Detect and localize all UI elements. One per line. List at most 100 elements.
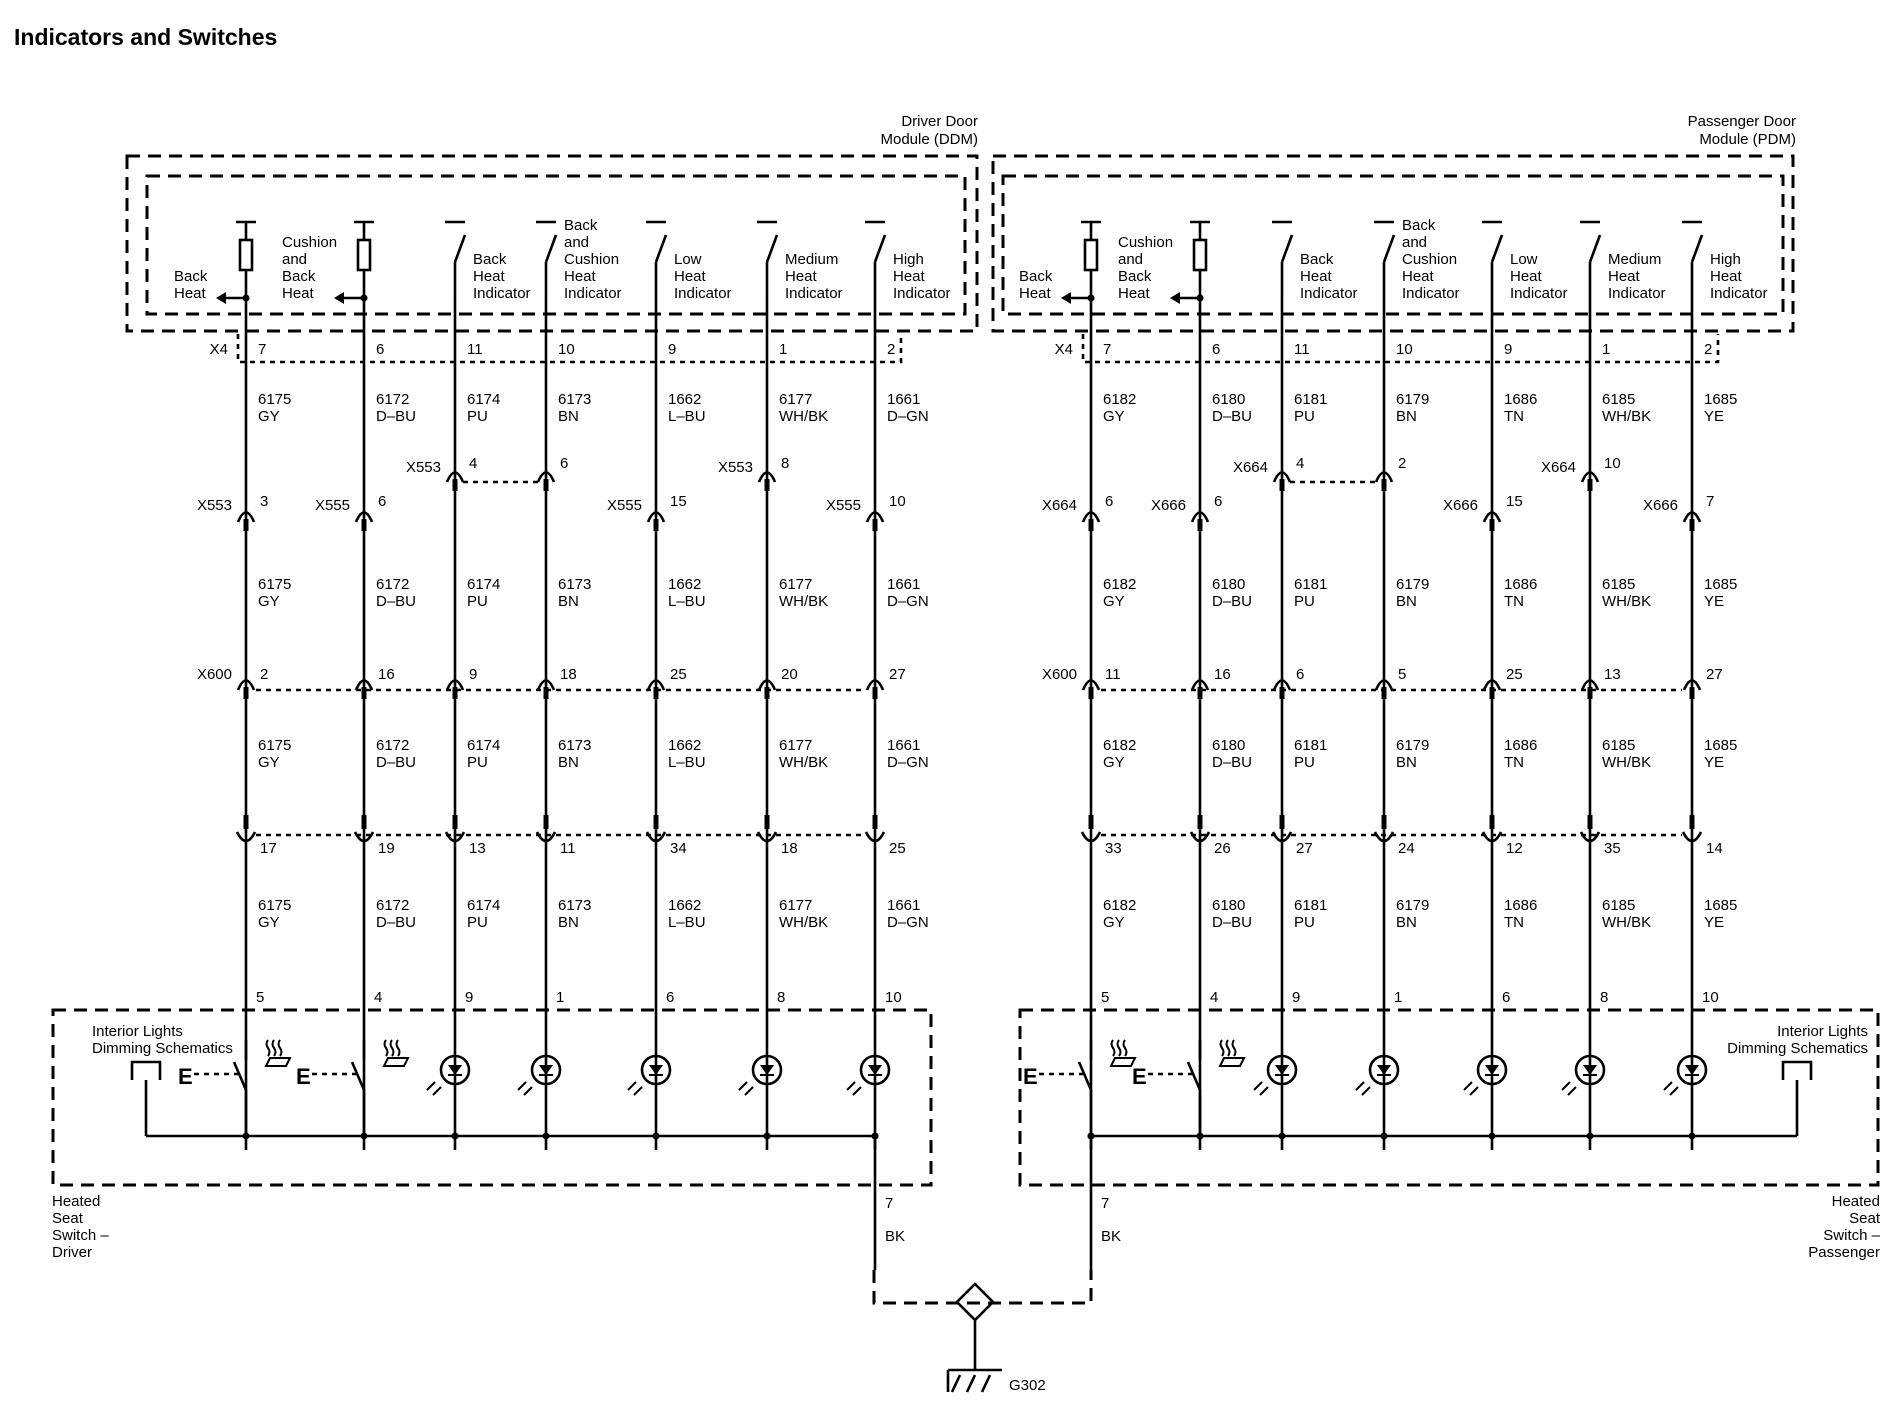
passenger-inline-connector-4-pin bbox=[1489, 519, 1495, 531]
driver-wire-6-num-3: 1661 bbox=[887, 897, 920, 914]
passenger-wire-4-num-3: 1686 bbox=[1504, 897, 1537, 914]
driver-switch-name-2: Seat bbox=[52, 1210, 84, 1227]
driver-inline-connector-3 bbox=[536, 471, 556, 483]
driver-x600-terminal-0-pin bbox=[243, 687, 249, 699]
driver-x600-pin-1: 16 bbox=[378, 666, 395, 683]
passenger-x340-pin-2: 27 bbox=[1296, 840, 1313, 857]
passenger-wire-6-num-3: 1685 bbox=[1704, 897, 1737, 914]
passenger-indicator-led-6 bbox=[1663, 1054, 1708, 1096]
passenger-wire-1-color-0: D–BU bbox=[1212, 408, 1252, 425]
driver-label-back_heat-0: Back bbox=[174, 268, 208, 285]
driver-inline-connector-3-pin bbox=[543, 479, 549, 491]
driver-inline-connector-5-pin bbox=[764, 479, 770, 491]
passenger-wire-3-num-2: 6179 bbox=[1396, 737, 1429, 754]
driver-wire-5-num-2: 6177 bbox=[779, 737, 812, 754]
passenger-x600-terminal-3-pin bbox=[1381, 687, 1387, 699]
driver-x4-pin-5: 1 bbox=[779, 341, 787, 358]
driver-wire-2-color-3: PU bbox=[467, 914, 488, 931]
driver-interior-lights-connector bbox=[130, 1060, 162, 1080]
passenger-wire-5-num-2: 6185 bbox=[1602, 737, 1635, 754]
passenger-x600-terminal-0-pin bbox=[1088, 687, 1094, 699]
ddm-label-line1: Driver Door bbox=[901, 113, 978, 130]
passenger-label-low_ind-2: Indicator bbox=[1510, 285, 1568, 302]
passenger-wire-3-color-3: BN bbox=[1396, 914, 1417, 931]
driver-wire-4-num-3: 1662 bbox=[668, 897, 701, 914]
driver-wire-6-num-2: 1661 bbox=[887, 737, 920, 754]
passenger-wire-4-color-2: TN bbox=[1504, 754, 1524, 771]
passenger-wire-4-num-2: 1686 bbox=[1504, 737, 1537, 754]
driver-label-medium_ind-0: Medium bbox=[785, 251, 838, 268]
driver-interior-lights-2: Dimming Schematics bbox=[92, 1040, 233, 1057]
driver-x340-terminal-6 bbox=[864, 831, 886, 843]
passenger-inline-pin-3: 2 bbox=[1398, 455, 1406, 472]
driver-label-high_ind-1: Heat bbox=[893, 268, 926, 285]
ddm-label: Driver Door Module (DDM) bbox=[880, 113, 978, 148]
driver-inline-pin-4: 15 bbox=[670, 493, 687, 510]
passenger-x4-pin-3: 10 bbox=[1396, 341, 1413, 358]
passenger-side: BackHeatCushionandBackHeatBackHeatIndica… bbox=[1019, 217, 1868, 1270]
driver-inline-conn-label-4: X555 bbox=[607, 497, 642, 514]
passenger-switch-name-4: Passenger bbox=[1808, 1244, 1880, 1261]
driver-label-medium_ind-1: Heat bbox=[785, 268, 818, 285]
passenger-wire-2-color-1: PU bbox=[1294, 593, 1315, 610]
passenger-seat-switch-0 bbox=[1077, 1061, 1093, 1091]
passenger-x600-pin-2: 6 bbox=[1296, 666, 1304, 683]
passenger-x600-pin-4: 25 bbox=[1506, 666, 1523, 683]
passenger-label-medium_ind-0: Medium bbox=[1608, 251, 1661, 268]
driver-x4-pin-3: 10 bbox=[558, 341, 575, 358]
passenger-label-cushion_back_heat-2: Back bbox=[1118, 268, 1152, 285]
driver-module-switch-2 bbox=[453, 234, 467, 263]
passenger-heater-element-1 bbox=[1192, 238, 1208, 272]
passenger-wire-0-num-1: 6182 bbox=[1103, 576, 1136, 593]
driver-indicator-led-5 bbox=[738, 1054, 783, 1096]
passenger-wire-2-num-1: 6181 bbox=[1294, 576, 1327, 593]
passenger-x340-pin-4: 12 bbox=[1506, 840, 1523, 857]
passenger-label-back_heat_ind-1: Heat bbox=[1300, 268, 1333, 285]
passenger-label-back_heat-1: Heat bbox=[1019, 285, 1052, 302]
driver-switch-name-3: Switch – bbox=[52, 1227, 109, 1244]
driver-wire-6-num-0: 1661 bbox=[887, 391, 920, 408]
passenger-inline-pin-0: 6 bbox=[1105, 493, 1113, 510]
driver-wire-2-color-1: PU bbox=[467, 593, 488, 610]
driver-wire-2-num-2: 6174 bbox=[467, 737, 500, 754]
driver-wire-5-color-3: WH/BK bbox=[779, 914, 828, 931]
passenger-module-switch-5 bbox=[1588, 234, 1602, 263]
passenger-x340-terminal-0 bbox=[1080, 831, 1102, 843]
passenger-x600-terminal-2 bbox=[1272, 679, 1292, 691]
driver-x600-terminal-0 bbox=[236, 679, 256, 691]
passenger-wire-2-color-0: PU bbox=[1294, 408, 1315, 425]
driver-wire-4-color-3: L–BU bbox=[668, 914, 706, 931]
driver-wire-3-num-0: 6173 bbox=[558, 391, 591, 408]
driver-wire-5-color-2: WH/BK bbox=[779, 754, 828, 771]
passenger-seat-switch-1 bbox=[1186, 1061, 1202, 1091]
driver-wire-5-color-1: WH/BK bbox=[779, 593, 828, 610]
driver-wire-4-num-0: 1662 bbox=[668, 391, 701, 408]
passenger-label-medium_ind-1: Heat bbox=[1608, 268, 1641, 285]
passenger-switch-pin-0: 5 bbox=[1101, 989, 1109, 1006]
driver-label-back_heat_ind-2: Indicator bbox=[473, 285, 531, 302]
passenger-ground-color: BK bbox=[1101, 1228, 1121, 1245]
driver-x340-terminal-0 bbox=[235, 831, 257, 843]
driver-wire-5-num-0: 6177 bbox=[779, 391, 812, 408]
passenger-x600-label: X600 bbox=[1042, 666, 1077, 683]
passenger-wire-2-color-2: PU bbox=[1294, 754, 1315, 771]
passenger-switch-pin-6: 10 bbox=[1702, 989, 1719, 1006]
driver-switch-pin-3: 1 bbox=[556, 989, 564, 1006]
driver-module-switch-4 bbox=[654, 234, 668, 263]
passenger-inline-conn-label-6: X666 bbox=[1643, 497, 1678, 514]
passenger-wire-0-color-0: GY bbox=[1103, 408, 1125, 425]
driver-wire-3-num-3: 6173 bbox=[558, 897, 591, 914]
driver-x600-terminal-5 bbox=[757, 679, 777, 691]
passenger-switch-pin-3: 1 bbox=[1394, 989, 1402, 1006]
driver-inline-pin-1: 6 bbox=[378, 493, 386, 510]
passenger-wire-6-color-2: YE bbox=[1704, 754, 1724, 771]
driver-label-cushion_back_heat-2: Back bbox=[282, 268, 316, 285]
driver-wire-3-color-0: BN bbox=[558, 408, 579, 425]
driver-wire-4-color-1: L–BU bbox=[668, 593, 706, 610]
passenger-wire-4-color-1: TN bbox=[1504, 593, 1524, 610]
passenger-x600-terminal-5 bbox=[1580, 679, 1600, 691]
driver-wire-0-num-3: 6175 bbox=[258, 897, 291, 914]
driver-x600-pin-0: 2 bbox=[260, 666, 268, 683]
driver-x340-pin-2: 13 bbox=[469, 840, 486, 857]
driver-wire-6-color-0: D–GN bbox=[887, 408, 929, 425]
